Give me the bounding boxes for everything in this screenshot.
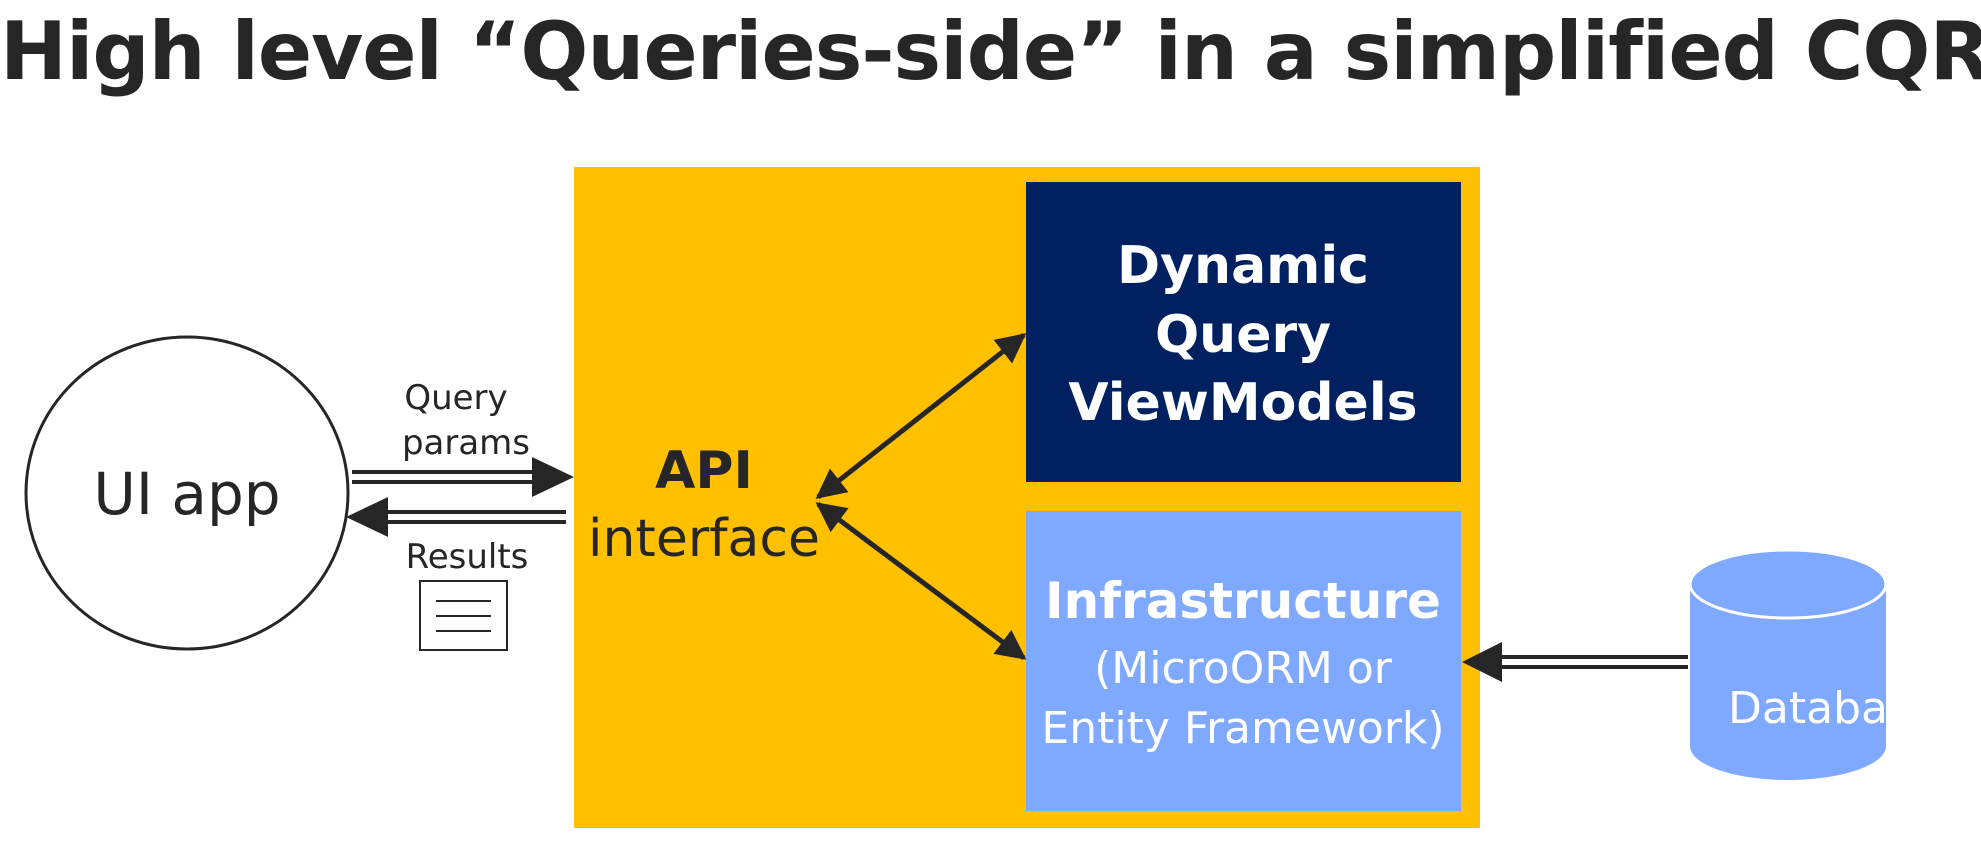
infrastructure-label-line3: Entity Framework): [1041, 703, 1444, 754]
api-interface-label: interface: [588, 509, 820, 569]
infrastructure-label-line1: Infrastructure: [1045, 572, 1441, 630]
arrow-database-infrastructure: [1462, 642, 1688, 682]
page-title: High level “Queries-side” in a simplifie…: [0, 5, 1981, 98]
database-label: Database: [1728, 683, 1938, 734]
viewmodels-box: [1026, 182, 1461, 482]
infrastructure-box: [1026, 511, 1461, 811]
arrow-api-viewmodels: [815, 333, 1027, 499]
viewmodels-label-line3: ViewModels: [1068, 373, 1417, 433]
arrow-api-infrastructure: [815, 501, 1027, 661]
api-label: API: [655, 441, 753, 501]
results-label: Results: [406, 537, 529, 577]
viewmodels-label-line1: Dynamic: [1117, 236, 1369, 296]
query-params-label-line2: params: [402, 423, 530, 463]
ui-app-circle: [24, 335, 350, 651]
query-params-label-line1: Query: [404, 378, 507, 418]
infrastructure-label-line2: (MicroORM or: [1094, 643, 1393, 694]
database-icon: [1688, 548, 1888, 780]
document-icon: [419, 580, 508, 651]
arrow-query-params: [352, 457, 574, 497]
arrow-results: [346, 497, 566, 537]
viewmodels-label-line2: Query: [1155, 305, 1331, 365]
ui-app-label: UI app: [93, 460, 280, 528]
